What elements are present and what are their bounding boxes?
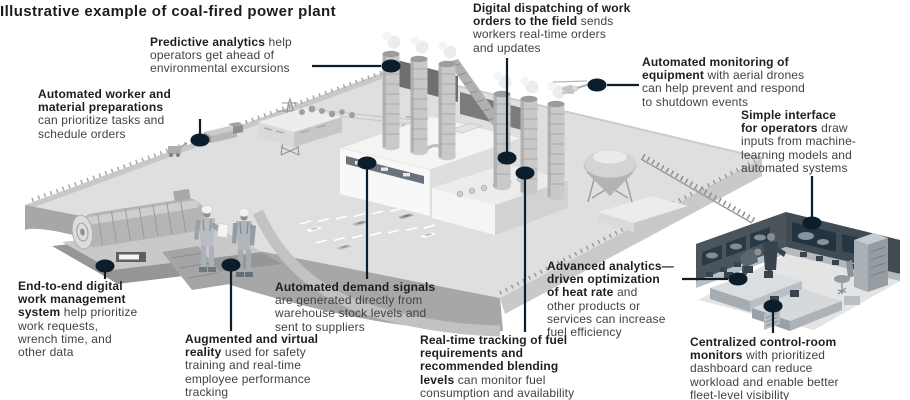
office-chair bbox=[834, 260, 854, 295]
smokestack bbox=[410, 36, 429, 156]
worker-figure bbox=[232, 208, 256, 277]
cars bbox=[306, 213, 436, 250]
trees bbox=[299, 105, 355, 118]
control-desks bbox=[710, 266, 842, 331]
callout-dot-demand-signals bbox=[357, 156, 377, 170]
callout-dot-digital-dispatching bbox=[497, 151, 517, 165]
callout-dot-predictive-analytics bbox=[381, 59, 401, 73]
annotation-realtime-fuel-tracking: Real-time tracking of fuel requirements … bbox=[420, 333, 680, 400]
callout-dot-realtime-fuel bbox=[515, 166, 535, 180]
annotation-body: with aerial drones can help prevent and … bbox=[642, 68, 805, 109]
hard-hat bbox=[238, 208, 250, 217]
callout-dot-simple-interface bbox=[802, 216, 822, 230]
annotation-lead: End-to-end digital work management syste… bbox=[18, 279, 126, 320]
annotation-automated-worker: Automated worker and material preparatio… bbox=[38, 87, 298, 141]
callout-dot-automated-monitoring bbox=[587, 78, 607, 92]
annotation-end-to-end-work-management: End-to-end digital work management syste… bbox=[18, 279, 278, 360]
platform-right-face bbox=[500, 158, 762, 314]
access-road bbox=[252, 209, 501, 337]
callout-dot-automated-worker bbox=[190, 133, 210, 147]
callout-dot-advanced-analytics bbox=[728, 272, 748, 286]
annotation-body: can monitor fuel consumption and availab… bbox=[420, 372, 575, 400]
annotation-body: used for safety training and real-time e… bbox=[185, 345, 311, 399]
pipe-rack bbox=[640, 153, 756, 224]
slab-building bbox=[598, 196, 688, 232]
annotation-lead: Augmented and virtual reality bbox=[185, 332, 319, 360]
annotation-lead: Advanced analytics— driven optimization … bbox=[547, 259, 674, 300]
annotation-lead: Automated monitoring of equipment bbox=[642, 55, 789, 83]
annotation-lead: Real-time tracking of fuel requirements … bbox=[420, 333, 568, 387]
hard-hat bbox=[201, 205, 213, 214]
annotation-simple-interface: Simple interface for operators draw inpu… bbox=[741, 108, 910, 175]
annotation-body: help prioritize work requests, wrench ti… bbox=[18, 305, 138, 360]
server-cabinets bbox=[844, 233, 888, 305]
page-title: Illustrative example of coal-fired power… bbox=[0, 3, 336, 20]
annotation-automated-monitoring: Automated monitoring of equipment with a… bbox=[642, 55, 902, 109]
annotation-predictive-analytics: Predictive analytics help operators get … bbox=[150, 35, 410, 76]
coal-conveyor bbox=[448, 59, 506, 130]
annotation-body: with prioritized dashboard can reduce wo… bbox=[690, 348, 839, 400]
annotation-centralized-control-room: Centralized control-room monitors with p… bbox=[690, 335, 910, 400]
annotation-body: help operators get ahead of environmenta… bbox=[150, 35, 292, 76]
smokestack bbox=[547, 81, 566, 201]
annotation-body: draw inputs from machine- learning model… bbox=[741, 121, 857, 175]
callout-dot-end-to-end bbox=[95, 259, 115, 273]
annotation-body: can prioritize tasks and schedule orders bbox=[38, 113, 165, 141]
annotation-body: and other products or services can incre… bbox=[547, 285, 666, 340]
water-tank bbox=[583, 150, 637, 203]
annotation-body: are generated directly from warehouse st… bbox=[275, 293, 427, 334]
annotation-lead: Automated worker and material preparatio… bbox=[38, 87, 172, 115]
annotation-lead: Simple interface for operators bbox=[741, 108, 837, 136]
smokestack bbox=[493, 71, 512, 191]
annotation-lead: Automated demand signals bbox=[275, 280, 436, 294]
annotation-digital-dispatching: Digital dispatching of work orders to th… bbox=[473, 1, 733, 55]
trucks bbox=[168, 122, 243, 157]
annotation-lead: Predictive analytics bbox=[150, 35, 266, 49]
annotation-lead: Digital dispatching of work orders to th… bbox=[473, 1, 631, 29]
worker-figure bbox=[194, 205, 230, 272]
annotation-automated-demand-signals: Automated demand signals are generated d… bbox=[275, 280, 535, 334]
annotation-advanced-analytics: Advanced analytics— driven optimization … bbox=[547, 259, 807, 340]
annotation-augmented-virtual-reality: Augmented and virtual reality used for s… bbox=[185, 332, 445, 399]
annotation-body: sends workers real-time orders and updat… bbox=[473, 14, 614, 55]
smokestack bbox=[438, 41, 457, 161]
callout-dot-augmented-reality bbox=[221, 258, 241, 272]
callout-dot-centralized-control bbox=[763, 299, 783, 313]
parking-lot bbox=[299, 205, 436, 250]
annotation-lead: Centralized control-room monitors bbox=[690, 335, 837, 363]
